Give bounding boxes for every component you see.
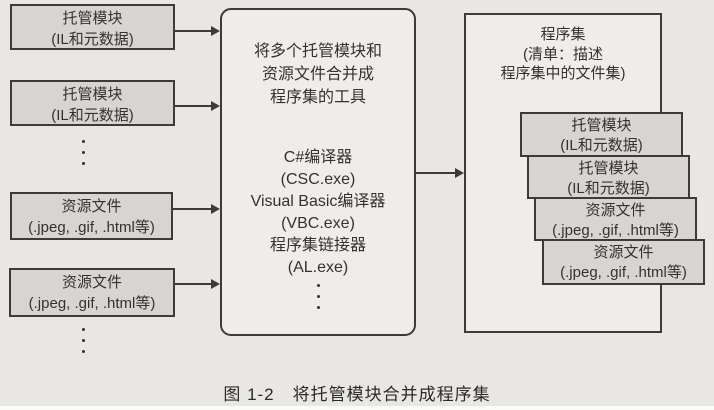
arrow-resource1-to-tool (173, 204, 220, 214)
merge-tool-box: 将多个托管模块和 资源文件合并成 程序集的工具 C#编译器 (CSC.exe) … (220, 8, 416, 336)
managed-module-subtitle: (IL和元数据) (560, 137, 643, 154)
managed-module-subtitle: (IL和元数据) (51, 107, 134, 124)
managed-module-box-1: 托管模块 (IL和元数据) (10, 4, 175, 50)
managed-module-subtitle: (IL和元数据) (567, 180, 650, 197)
assembly-manifest-line1: (清单：描述 (523, 45, 603, 63)
dot (82, 162, 85, 165)
dot (316, 284, 320, 287)
resource-file-subtitle: (.jpeg, .gif, .html等) (552, 222, 679, 239)
dot (82, 328, 85, 331)
description-line: 将多个托管模块和 (253, 43, 382, 60)
resource-file-title: 资源文件 (61, 198, 122, 215)
ellipsis-dots-top (82, 140, 85, 165)
managed-module-title: 托管模块 (62, 86, 123, 103)
arrow-line (416, 172, 455, 174)
resource-file-subtitle: (.jpeg, .gif, .html等) (28, 295, 156, 312)
dot (82, 140, 85, 143)
compiler-tool-list: C#编译器 (CSC.exe) Visual Basic编译器 (VBC.exe… (222, 147, 414, 279)
vb-compiler-label: Visual Basic编译器 (250, 193, 386, 210)
arrow-line (175, 30, 211, 32)
figure-caption: 图 1-2 将托管模块合并成程序集 (223, 385, 491, 404)
assembly-file-managed-module-2: 托管模块 (IL和元数据) (527, 155, 690, 199)
resource-file-subtitle: (.jpeg, .gif, .html等) (28, 219, 155, 236)
arrow-module1-to-tool (175, 26, 220, 36)
assembly-title: 程序集 (540, 26, 586, 43)
resource-file-box-1: 资源文件 (.jpeg, .gif, .html等) (10, 192, 173, 240)
resource-file-box-2: 资源文件 (.jpeg, .gif, .html等) (9, 268, 175, 317)
dot (316, 306, 320, 309)
arrow-head-icon (211, 26, 220, 36)
arrow-tool-to-assembly (416, 168, 464, 178)
description-line: 程序集的工具 (269, 89, 366, 106)
managed-module-title: 托管模块 (571, 117, 632, 134)
resource-file-title: 资源文件 (585, 202, 646, 219)
page-edge (0, 406, 714, 410)
dot (82, 350, 85, 353)
al-exe-label: (AL.exe) (287, 259, 349, 276)
assembly-file-resource-2: 资源文件 (.jpeg, .gif, .html等) (542, 239, 705, 285)
arrow-module2-to-tool (175, 101, 220, 111)
arrow-head-icon (455, 168, 464, 178)
managed-module-title: 托管模块 (578, 160, 639, 177)
assembly-linker-label: 程序集链接器 (269, 237, 366, 254)
vbc-exe-label: (VBC.exe) (281, 215, 355, 232)
assembly-file-resource-1: 资源文件 (.jpeg, .gif, .html等) (534, 197, 697, 241)
arrow-line (175, 283, 211, 285)
ellipsis-dots-bottom (82, 328, 85, 353)
managed-module-subtitle: (IL和元数据) (51, 31, 134, 48)
dot (82, 151, 85, 154)
ellipsis-dots-tools (222, 284, 414, 309)
resource-file-title: 资源文件 (61, 274, 122, 291)
csharp-compiler-label: C#编译器 (283, 149, 353, 166)
managed-module-box-2: 托管模块 (IL和元数据) (10, 80, 175, 126)
arrow-head-icon (211, 204, 220, 214)
csc-exe-label: (CSC.exe) (280, 171, 356, 188)
merge-tool-description: 将多个托管模块和 资源文件合并成 程序集的工具 (222, 40, 414, 109)
assembly-file-managed-module-1: 托管模块 (IL和元数据) (520, 112, 683, 157)
description-line: 资源文件合并成 (261, 66, 374, 83)
dot (316, 295, 320, 298)
arrow-line (175, 105, 211, 107)
arrow-head-icon (211, 279, 220, 289)
arrow-head-icon (211, 101, 220, 111)
managed-module-title: 托管模块 (62, 10, 123, 27)
resource-file-subtitle: (.jpeg, .gif, .html等) (560, 264, 687, 281)
arrow-line (173, 208, 211, 210)
assembly-manifest-line2: 程序集中的文件集) (500, 65, 626, 82)
arrow-resource2-to-tool (175, 279, 220, 289)
resource-file-title: 资源文件 (593, 244, 654, 261)
dot (82, 339, 85, 342)
